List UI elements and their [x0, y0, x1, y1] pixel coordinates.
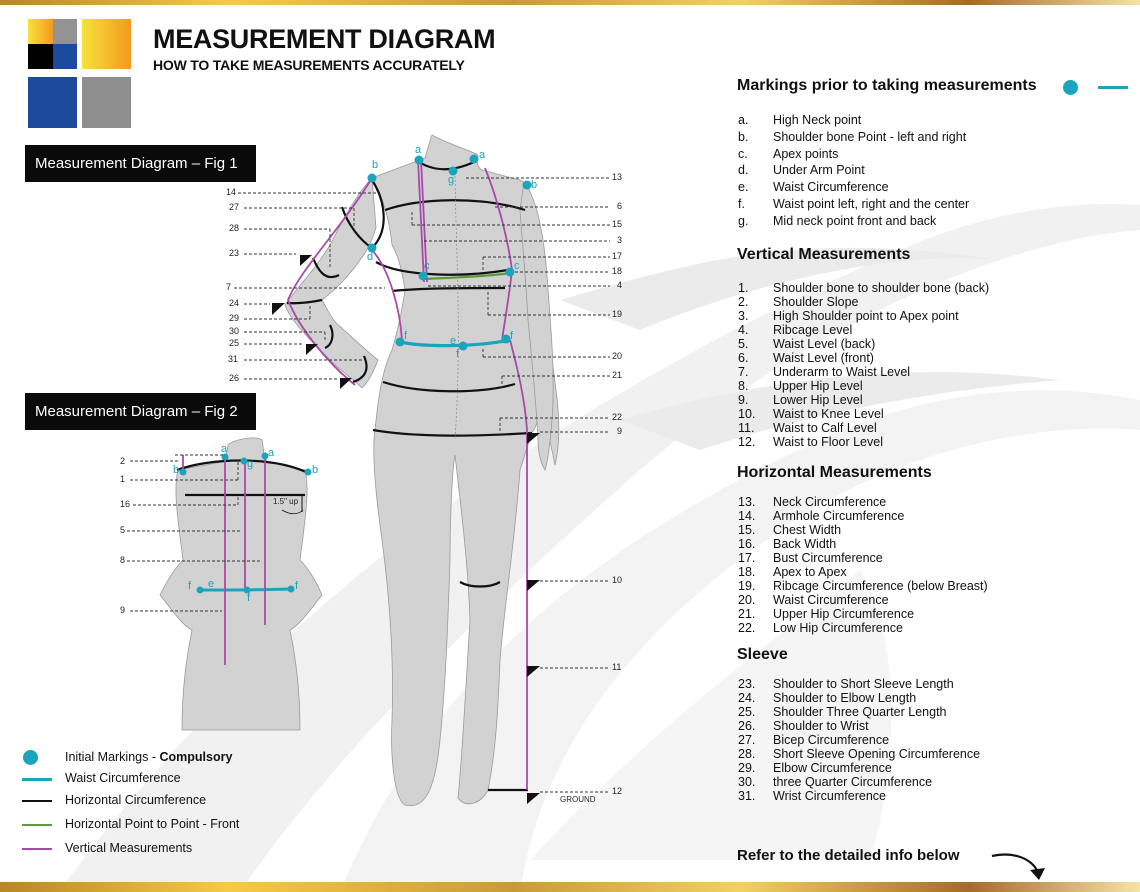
callout-10: 10 — [612, 575, 623, 585]
refer-below-text: Refer to the detailed info below — [737, 847, 960, 864]
callout-20: 20 — [612, 351, 623, 361]
fig1-front-mannequin — [234, 134, 610, 807]
logo — [28, 19, 138, 129]
logo-square-yellow-small — [28, 19, 53, 44]
point-label-f-left: f — [404, 330, 408, 342]
back-point-label-b-left: b — [173, 464, 180, 476]
callout-28: 28 — [229, 223, 240, 233]
logo-square-yellow — [82, 19, 131, 69]
teal-line-icon — [22, 778, 52, 781]
horizontal-heading: Horizontal Measurements — [737, 464, 932, 481]
back-point-label-f-left: f — [188, 580, 192, 592]
callout-26: 26 — [229, 373, 240, 383]
point-label-a-right: a — [479, 149, 486, 161]
callout-12: 12 — [612, 786, 623, 796]
callout-30: 30 — [229, 326, 240, 336]
back-point-label-f-right: f — [295, 580, 299, 592]
page-subtitle: HOW TO TAKE MEASUREMENTS ACCURATELY — [153, 57, 465, 73]
fig1-label: Measurement Diagram – Fig 1 — [25, 145, 256, 182]
point-label-g: g — [448, 174, 455, 186]
callout-13: 13 — [612, 172, 623, 182]
callout-1: 1 — [120, 474, 126, 484]
point-label-b-left: b — [372, 159, 379, 171]
callout-15: 15 — [612, 219, 623, 229]
callout-7: 7 — [226, 282, 232, 292]
fig1-left-callout-lines — [234, 192, 385, 380]
back-point-label-b-right: b — [312, 464, 319, 476]
logo-square-gray-small — [53, 19, 77, 44]
legend-label: Initial Markings - — [65, 750, 160, 764]
teal-line-icon — [1098, 86, 1128, 89]
logo-square-gray — [82, 77, 131, 128]
callout-25: 25 — [229, 338, 240, 348]
purple-line-icon — [22, 848, 52, 850]
callout-29: 29 — [229, 313, 240, 323]
front-vertical-lines — [287, 159, 528, 790]
callout-11: 11 — [612, 662, 622, 672]
front-horizontal-lines — [286, 160, 533, 792]
callout-6: 6 — [617, 201, 623, 211]
teal-dot-icon — [1063, 80, 1078, 95]
point-label-d: d — [367, 251, 374, 263]
legend-label: Vertical Measurements — [65, 841, 193, 855]
apex-to-apex-line — [421, 271, 512, 281]
callout-19: 19 — [612, 309, 623, 319]
page-title: MEASUREMENT DIAGRAM — [153, 24, 496, 54]
callout-14: 14 — [226, 187, 237, 197]
back-point-label-f-center: f — [247, 592, 251, 604]
markings-heading: Markings prior to taking measurements — [737, 77, 1037, 94]
black-line-icon — [22, 800, 52, 802]
callout-9-back: 9 — [120, 605, 126, 615]
callout-24: 24 — [229, 298, 240, 308]
point-label-c-right: c — [514, 260, 520, 272]
point-label-e: e — [450, 335, 457, 347]
callout-5: 5 — [120, 525, 126, 535]
back-point-label-g: g — [247, 458, 254, 470]
callout-4: 4 — [617, 280, 623, 290]
triangle-markers — [272, 255, 540, 804]
top-gold-bar — [0, 0, 1140, 5]
callout-17: 17 — [612, 251, 623, 261]
ground-label: GROUND — [560, 795, 596, 804]
point-label-b-right: b — [531, 179, 538, 191]
point-label-f-right: f — [510, 330, 514, 342]
up-note: 1.5" up — [273, 497, 299, 506]
callout-16: 16 — [120, 499, 131, 509]
front-marking-points — [367, 154, 532, 351]
legend-label-bold: Compulsory — [159, 750, 233, 764]
callout-2: 2 — [120, 456, 126, 466]
legend-label: Waist Circumference — [65, 771, 181, 785]
fig1-right-callout-lines — [411, 177, 610, 793]
legend-label: Horizontal Point to Point - Front — [65, 817, 240, 831]
vertical-heading: Vertical Measurements — [737, 246, 911, 263]
point-label-c-left: c — [424, 260, 430, 272]
callout-9: 9 — [617, 426, 623, 436]
teal-dot-icon — [23, 750, 38, 765]
logo-square-blue — [28, 77, 77, 128]
sleeve-heading: Sleeve — [737, 646, 788, 663]
callout-22: 22 — [612, 412, 623, 422]
logo-square-black — [28, 44, 53, 69]
front-waist-line — [399, 338, 511, 348]
fig2-back-mannequin — [127, 437, 323, 731]
callout-18: 18 — [612, 266, 623, 276]
callout-8: 8 — [120, 555, 126, 565]
curved-arrow-down-icon — [991, 853, 1045, 880]
callout-3: 3 — [617, 235, 623, 245]
center-front-line — [454, 171, 459, 441]
back-point-label-e: e — [208, 578, 215, 590]
callout-23: 23 — [229, 248, 240, 258]
point-label-a-left: a — [415, 144, 422, 156]
bottom-gold-bar — [0, 882, 1140, 892]
callout-31: 31 — [228, 354, 239, 364]
logo-square-blue-small — [53, 44, 77, 69]
green-line-icon — [22, 824, 52, 826]
point-label-f-center: f — [456, 348, 460, 360]
back-point-label-a-left: a — [221, 443, 228, 455]
callout-27: 27 — [229, 202, 240, 212]
fig2-label: Measurement Diagram – Fig 2 — [25, 393, 256, 430]
back-point-label-a-right: a — [268, 447, 275, 459]
callout-21: 21 — [612, 370, 623, 380]
legend-label: Horizontal Circumference — [65, 793, 207, 807]
